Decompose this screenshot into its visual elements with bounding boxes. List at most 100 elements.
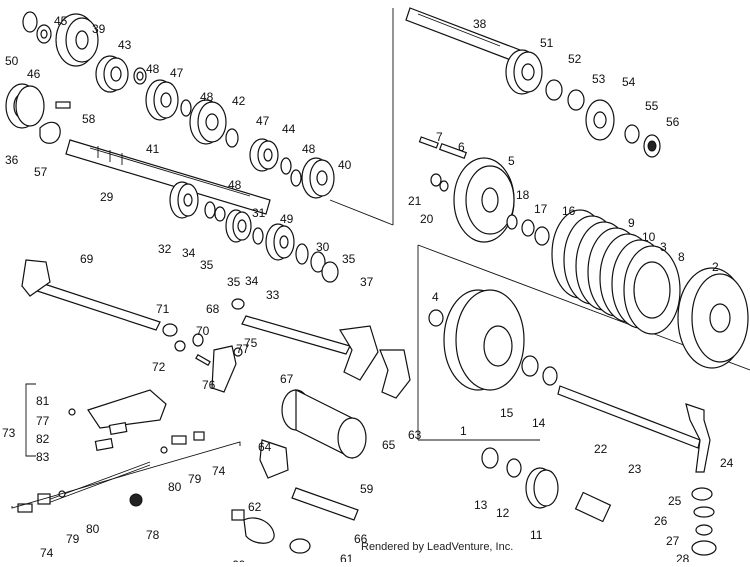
callout-40: 40 xyxy=(338,158,352,172)
clutch-assembly xyxy=(418,136,749,556)
callout-83: 83 xyxy=(36,450,50,464)
callout-46: 46 xyxy=(27,67,41,81)
callout-38: 38 xyxy=(473,17,487,31)
callout-9: 9 xyxy=(628,216,635,230)
callout-55: 55 xyxy=(645,99,659,113)
callout-61: 61 xyxy=(340,552,354,562)
callout-53: 53 xyxy=(592,72,606,86)
callout-60: 60 xyxy=(232,558,246,562)
callout-41: 41 xyxy=(146,142,160,156)
callout-70: 70 xyxy=(196,324,210,338)
callout-80: 80 xyxy=(168,480,182,494)
callout-18: 18 xyxy=(516,188,530,202)
section-dividers xyxy=(329,8,750,441)
callout-1: 1 xyxy=(460,424,467,438)
callout-81: 81 xyxy=(36,394,50,408)
callout-72: 72 xyxy=(152,360,166,374)
callout-12: 12 xyxy=(496,506,510,520)
callout-77: 77 xyxy=(36,414,50,428)
callout-29: 29 xyxy=(100,190,114,204)
callout-20: 20 xyxy=(420,212,434,226)
callout-67: 67 xyxy=(280,372,294,386)
callout-51: 51 xyxy=(540,36,554,50)
callout-59: 59 xyxy=(360,482,374,496)
callout-62: 62 xyxy=(248,500,262,514)
callout-11: 11 xyxy=(530,528,543,542)
callout-47: 47 xyxy=(170,66,184,80)
shift-mechanism xyxy=(11,259,411,554)
callout-80: 80 xyxy=(86,522,100,536)
callout-27: 27 xyxy=(666,534,680,548)
callout-39: 39 xyxy=(92,22,106,36)
callout-24: 24 xyxy=(720,456,734,470)
callout-43: 43 xyxy=(118,38,132,52)
callout-65: 65 xyxy=(382,438,396,452)
callout-76: 76 xyxy=(202,378,216,392)
callout-47: 47 xyxy=(256,114,270,128)
callout-54: 54 xyxy=(622,75,636,89)
callout-30: 30 xyxy=(316,240,330,254)
callout-35: 35 xyxy=(227,275,241,289)
callout-74: 74 xyxy=(212,464,226,478)
callout-4: 4 xyxy=(432,290,439,304)
callout-6: 6 xyxy=(458,140,465,154)
callout-78: 78 xyxy=(146,528,160,542)
callout-36: 36 xyxy=(5,153,19,167)
callout-23: 23 xyxy=(628,462,642,476)
callout-17: 17 xyxy=(534,202,548,216)
callout-71: 71 xyxy=(156,302,170,316)
callout-25: 25 xyxy=(668,494,682,508)
callout-7: 7 xyxy=(436,130,443,144)
callout-14: 14 xyxy=(532,416,546,430)
callout-58: 58 xyxy=(82,112,96,126)
callout-2: 2 xyxy=(712,260,719,274)
callout-5: 5 xyxy=(508,154,515,168)
callout-74: 74 xyxy=(40,546,54,560)
callout-52: 52 xyxy=(568,52,582,66)
callout-37: 37 xyxy=(360,275,374,289)
callout-35: 35 xyxy=(200,258,214,272)
callout-16: 16 xyxy=(562,204,576,218)
callout-79: 79 xyxy=(188,472,202,486)
callout-49: 49 xyxy=(280,212,294,226)
callout-3: 3 xyxy=(660,240,667,254)
callout-68: 68 xyxy=(206,302,220,316)
callout-34: 34 xyxy=(182,246,196,260)
callout-21: 21 xyxy=(408,194,422,208)
callout-48: 48 xyxy=(302,142,316,156)
callout-45: 45 xyxy=(54,14,68,28)
callout-75: 75 xyxy=(244,336,258,350)
callout-10: 10 xyxy=(642,230,656,244)
countershaft-assembly xyxy=(405,7,661,158)
callout-22: 22 xyxy=(594,442,608,456)
callout-64: 64 xyxy=(258,440,272,454)
callout-79: 79 xyxy=(66,532,80,546)
callout-15: 15 xyxy=(500,406,514,420)
callout-13: 13 xyxy=(474,498,488,512)
callout-57: 57 xyxy=(34,165,48,179)
callout-48: 48 xyxy=(200,90,214,104)
callout-50: 50 xyxy=(5,54,19,68)
callout-35: 35 xyxy=(342,252,356,266)
callout-63: 63 xyxy=(408,428,422,442)
callout-8: 8 xyxy=(678,250,685,264)
callout-69: 69 xyxy=(80,252,94,266)
callout-33: 33 xyxy=(266,288,280,302)
callout-31: 31 xyxy=(252,206,266,220)
callout-32: 32 xyxy=(158,242,172,256)
main-shaft-assembly xyxy=(5,11,339,283)
callout-48: 48 xyxy=(146,62,160,76)
callout-44: 44 xyxy=(282,122,296,136)
callout-66: 66 xyxy=(354,532,368,546)
callout-73: 73 xyxy=(2,426,16,440)
callout-26: 26 xyxy=(654,514,668,528)
callout-34: 34 xyxy=(245,274,259,288)
callout-77: 77 xyxy=(236,342,250,356)
callout-56: 56 xyxy=(666,115,680,129)
callout-28: 28 xyxy=(676,552,690,562)
callout-48: 48 xyxy=(228,178,242,192)
callout-82: 82 xyxy=(36,432,50,446)
